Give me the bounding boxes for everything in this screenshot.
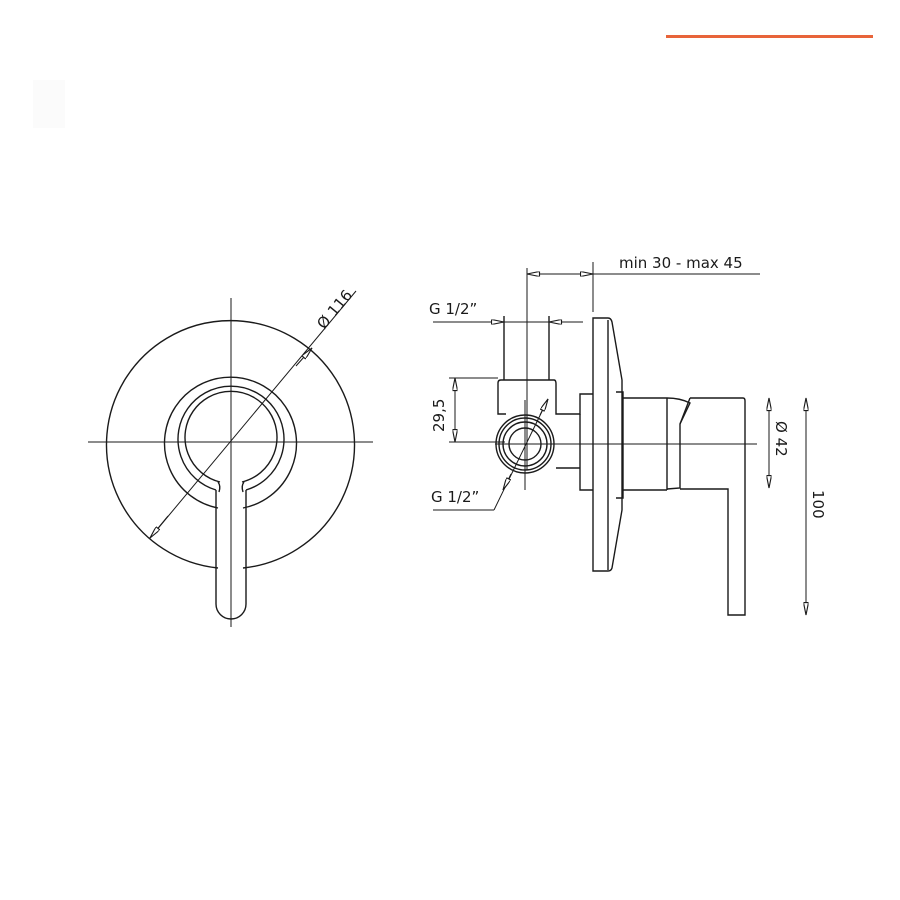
rosette-outline [105, 319, 356, 569]
valve-body [501, 379, 593, 415]
handle-diameter-label: Ø 42 [772, 421, 790, 457]
depth-label: min 30 - max 45 [619, 254, 743, 272]
outer-ring [163, 376, 298, 509]
lever-head-inner [184, 390, 278, 483]
lever-handle [215, 490, 247, 620]
lever-handle-side [680, 397, 746, 616]
watermark-logo [33, 80, 65, 128]
diameter-label: Ø 116 [313, 286, 356, 332]
inlet-height-label: 29,5 [430, 399, 448, 432]
lever-head-outer [177, 385, 285, 491]
front-view: Ø 116 [88, 286, 373, 627]
total-height-label: 100 [809, 490, 827, 519]
top-inlet-label: G 1/2” [429, 300, 477, 318]
wall-plate [592, 317, 623, 572]
diameter-dimension-line [149, 290, 357, 539]
accent-bar [666, 35, 873, 38]
side-view: min 30 - max 45 G 1/2” 29,5 G 1/2” [429, 254, 827, 616]
side-inlet-label: G 1/2” [431, 488, 479, 506]
